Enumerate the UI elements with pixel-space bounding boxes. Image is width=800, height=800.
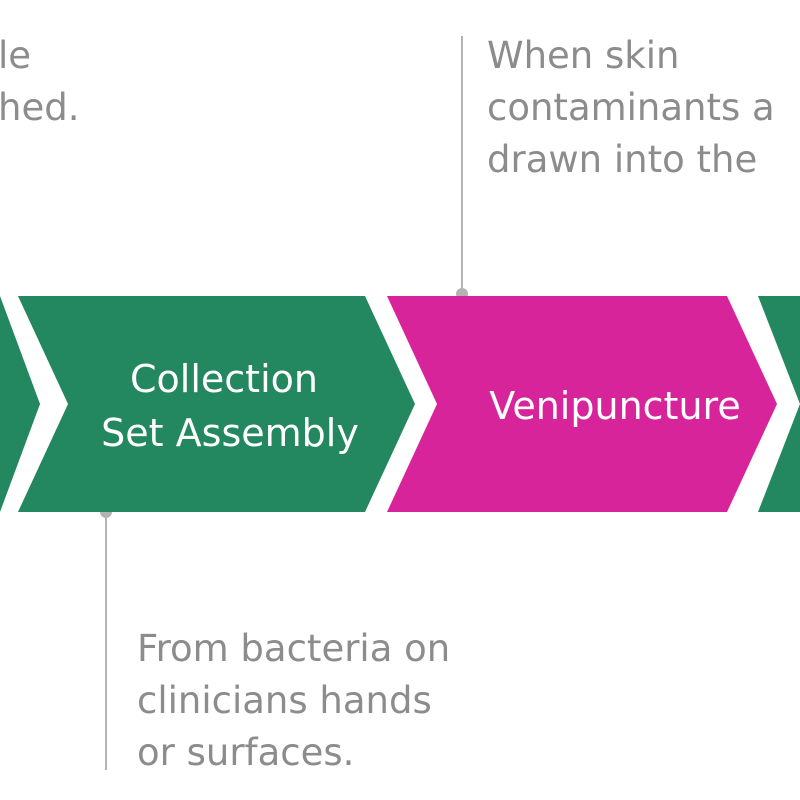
chevron-step-collection-set-assembly	[18, 296, 415, 512]
chevron-step-4	[758, 296, 800, 512]
note-left-top: le hed.	[0, 34, 80, 129]
note-venipuncture-description: When skin contaminants a drawn into the	[487, 34, 775, 181]
note-collection-description: From bacteria on clinicians hands or sur…	[137, 627, 451, 774]
chevron-step-venipuncture	[387, 296, 777, 512]
chevron-step-1-body	[0, 296, 40, 512]
step-label-venipuncture: Venipuncture	[489, 384, 740, 428]
step-label-collection: Collection	[130, 357, 318, 401]
step-label-set-assembly: Set Assembly	[101, 411, 359, 455]
